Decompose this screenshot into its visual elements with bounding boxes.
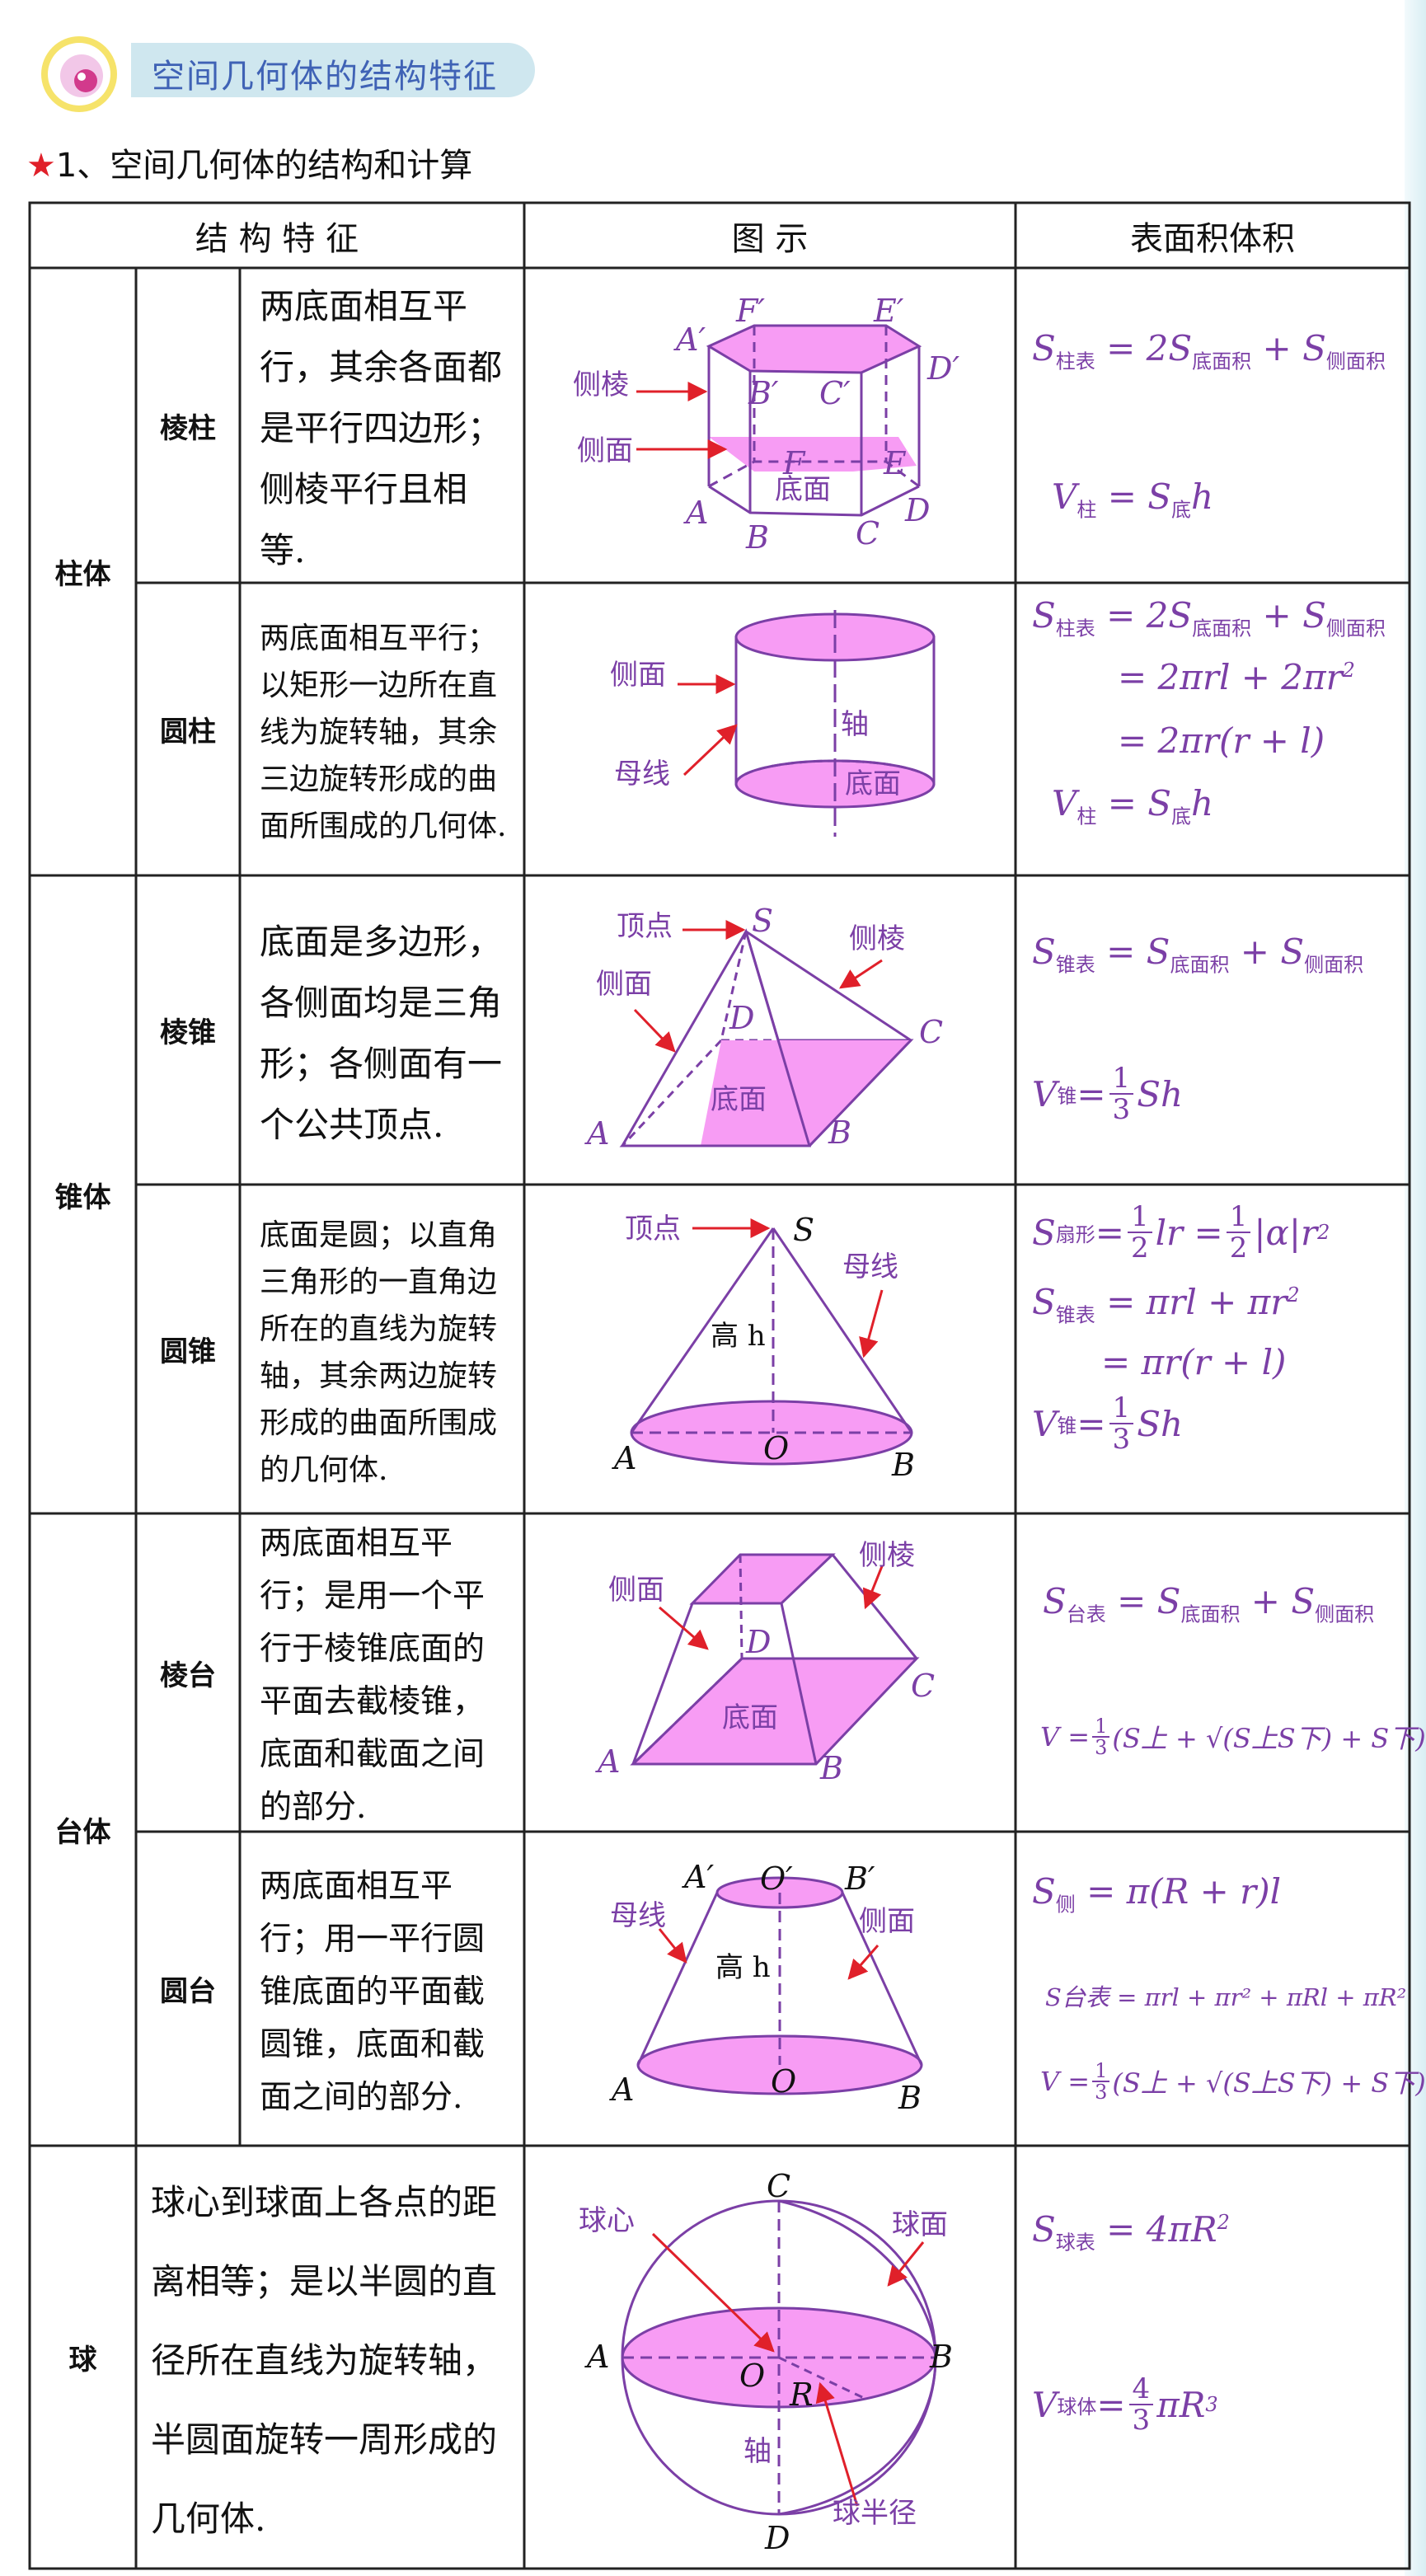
cylinder-surface-line3: = 2πr(r + l) bbox=[1118, 720, 1325, 761]
col-header-figure: 图 示 bbox=[731, 219, 809, 258]
type-pyramid: 棱锥 bbox=[160, 1016, 216, 1049]
desc-prism: 两底面相互平行，其余各面都是平行四边形；侧棱平行且相等. bbox=[260, 286, 503, 570]
col-header-structure: 结 构 特 征 bbox=[195, 219, 359, 258]
group-frustum: 台体 bbox=[54, 1816, 111, 1849]
prism-volume-formula: V柱 = S底h bbox=[1052, 476, 1214, 522]
bubble-icon bbox=[41, 36, 117, 112]
cfrustum-surface-formula: S台表 = πrl + πr² + πRl + πR² bbox=[1045, 1983, 1407, 2011]
type-prism: 棱柱 bbox=[160, 411, 216, 445]
pyramid-surface-formula: S锥表 = S底面积 + S侧面积 bbox=[1032, 931, 1364, 977]
desc-cone-frustum: 两底面相互平行；用一平行圆锥底面的平面截圆锥，底面和截面之间的部分. bbox=[260, 1867, 485, 2116]
group-sphere: 球 bbox=[68, 2344, 97, 2377]
type-cone-frustum: 圆台 bbox=[160, 1975, 216, 2008]
chapter-header: 空间几何体的结构特征 bbox=[36, 33, 564, 115]
sphere-surface-formula: S球表 = 4πR2 bbox=[1032, 2209, 1230, 2255]
group-prism-cylinder: 柱体 bbox=[54, 558, 111, 591]
cylinder-surface-formula: S柱表 = 2S底面积 + S侧面积 bbox=[1032, 595, 1386, 640]
desc-cone: 底面是圆；以直角三角形的一直角边所在的直线为旋转轴，其余两边旋转形成的曲面所围成… bbox=[260, 1218, 498, 1487]
desc-sphere: 球心到球面上各点的距离相等；是以半圆的直径所在直线为旋转轴，半圆面旋转一周形成的… bbox=[151, 2181, 498, 2539]
type-cylinder: 圆柱 bbox=[160, 716, 216, 748]
header-band bbox=[131, 43, 535, 97]
cylinder-volume-formula: V柱 = S底h bbox=[1052, 783, 1214, 828]
section-title: ★1、空间几何体的结构和计算 bbox=[26, 138, 472, 186]
section-title-text: 1、空间几何体的结构和计算 bbox=[55, 147, 473, 185]
star-icon: ★ bbox=[26, 147, 56, 185]
chapter-title: 空间几何体的结构特征 bbox=[152, 58, 498, 96]
type-cone: 圆锥 bbox=[160, 1335, 216, 1368]
col-header-area-volume: 表面积体积 bbox=[1130, 219, 1295, 258]
cylinder-surface-line2: = 2πrl + 2πr2 bbox=[1118, 657, 1355, 697]
prism-surface-formula: S柱表 = 2S底面积 + S侧面积 bbox=[1032, 328, 1386, 373]
frustum-surface-formula: S台表 = S底面积 + S侧面积 bbox=[1043, 1581, 1375, 1626]
group-cone: 锥体 bbox=[54, 1180, 111, 1214]
desc-pyramid: 底面是多边形，各侧面均是三角形；各侧面有一个公共顶点. bbox=[260, 921, 503, 1145]
cfrustum-lateral-formula: S侧 = π(R + r)l bbox=[1032, 1871, 1282, 1917]
desc-prism-frustum: 两底面相互平行；是用一个平行于棱锥底面的平面去截棱锥，底面和截面之间的部分. bbox=[260, 1525, 485, 1826]
desc-cylinder: 两底面相互平行；以矩形一边所在直线为旋转轴，其余三边旋转形成的曲面所围成的几何体… bbox=[260, 622, 507, 843]
cone-surface-formula: S锥表 = πrl + πr2 bbox=[1032, 1282, 1300, 1327]
cone-surface-line2: = πr(r + l) bbox=[1101, 1342, 1287, 1382]
type-prism-frustum: 棱台 bbox=[160, 1659, 216, 1692]
